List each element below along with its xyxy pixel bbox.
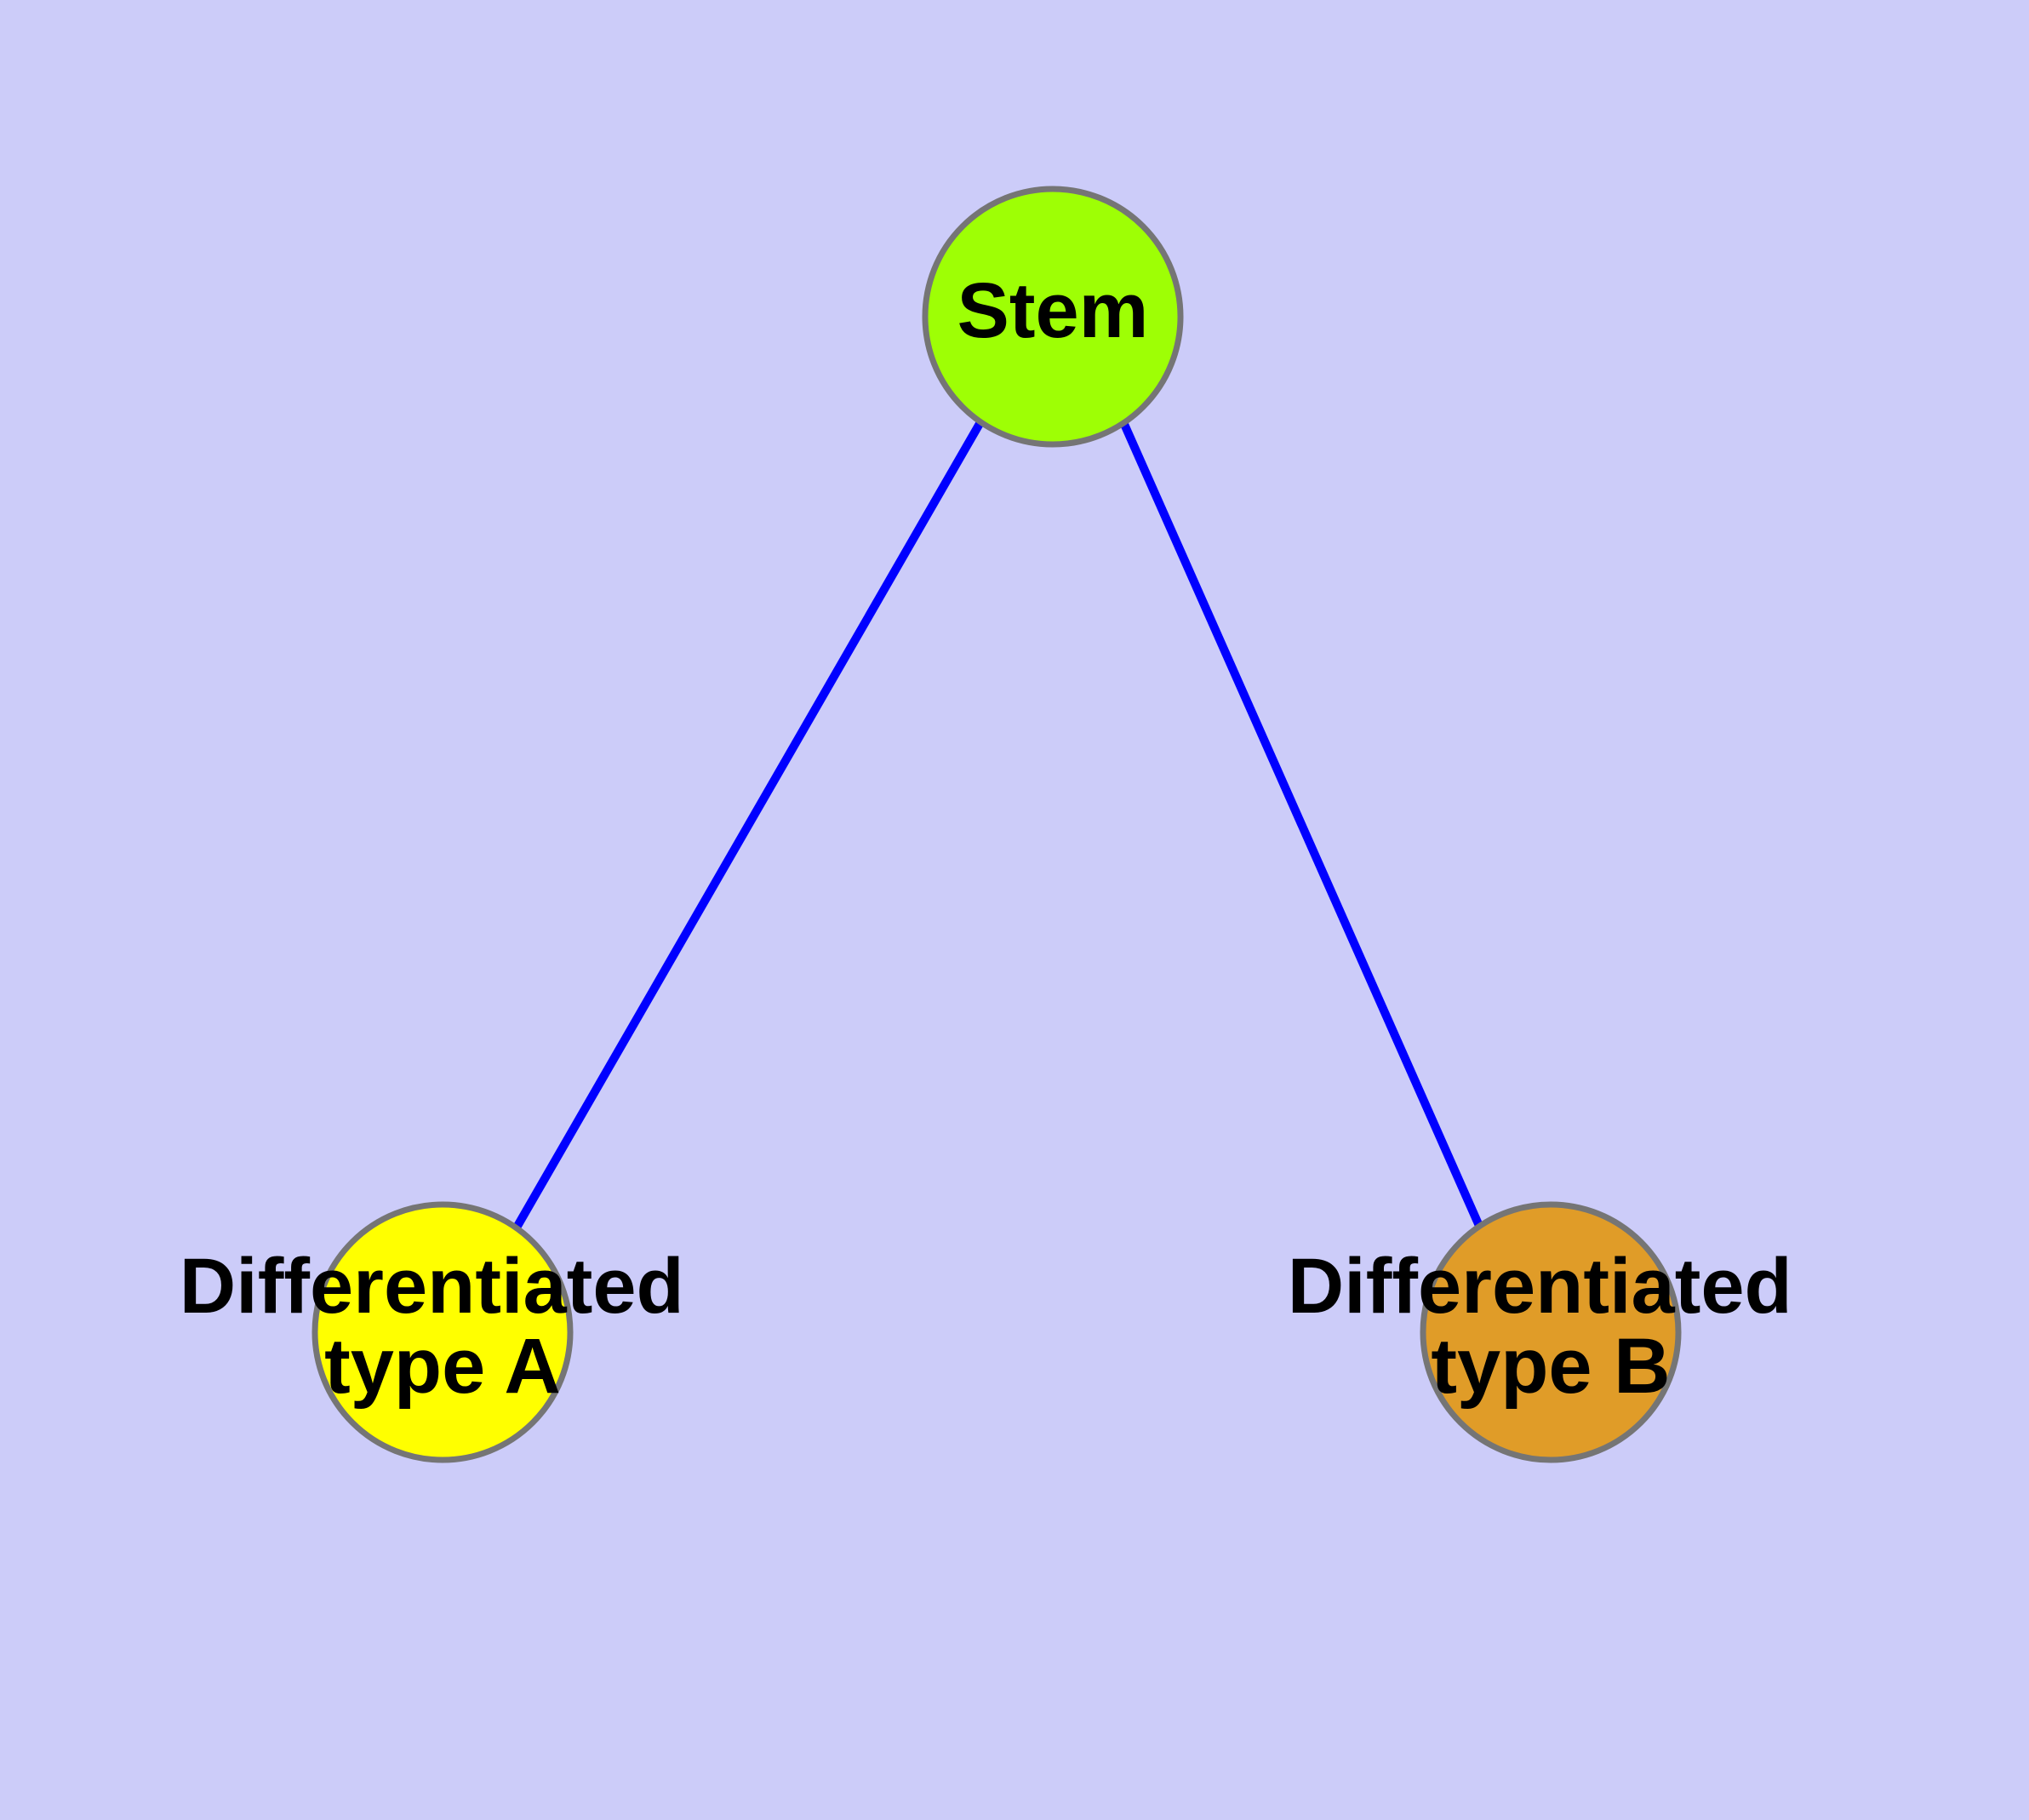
node-differentiated-type-a[interactable]: Differentiated type A [180, 1201, 706, 1463]
node-differentiated-type-b-label-line-1: Differentiated [1288, 1243, 1792, 1330]
nodes-layer: Stem Differentiated type A Differentiate… [180, 186, 1815, 1463]
node-stem-label: Stem [957, 267, 1149, 354]
node-differentiated-type-a-circle[interactable] [311, 1201, 574, 1463]
edges-layer [512, 420, 1483, 1230]
node-differentiated-type-b-circle[interactable] [1420, 1201, 1682, 1463]
node-differentiated-type-b[interactable]: Differentiated type B [1288, 1201, 1815, 1463]
node-differentiated-type-b-label: Differentiated type B [1288, 1243, 1815, 1410]
node-stem-label-line-1: Stem [957, 267, 1149, 354]
node-stem[interactable]: Stem [922, 186, 1184, 448]
node-differentiated-type-b-label-line-2: type B [1431, 1323, 1670, 1410]
node-differentiated-type-a-label: Differentiated type A [180, 1243, 706, 1410]
node-stem-circle[interactable] [922, 186, 1184, 448]
edge-stem-to-diff-a[interactable] [512, 420, 985, 1230]
node-differentiated-type-a-label-line-2: type A [324, 1323, 561, 1410]
edge-stem-to-diff-b[interactable] [1119, 420, 1483, 1228]
node-differentiated-type-a-label-line-1: Differentiated [180, 1243, 684, 1330]
